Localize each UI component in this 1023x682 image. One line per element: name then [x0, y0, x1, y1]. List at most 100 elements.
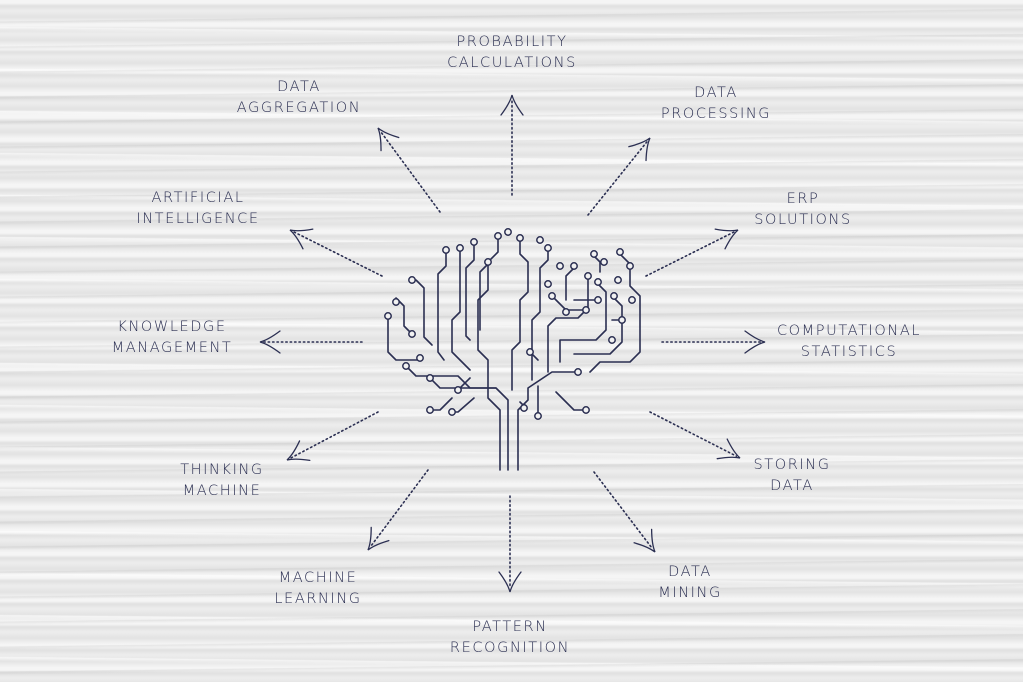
arrow-machine-learning: [367, 469, 429, 551]
label-machine-learning: MACHINE LEARNING: [274, 568, 361, 610]
arrow-head: [744, 330, 766, 354]
circuit-pad: [556, 262, 564, 270]
label-line: INTELLIGENCE: [136, 211, 260, 227]
arrow-head: [714, 228, 739, 250]
label-line: RECOGNITION: [449, 640, 571, 656]
arrow-head: [259, 330, 281, 354]
arrow-shaft: [587, 140, 649, 216]
label-line: DATA: [668, 564, 712, 580]
circuit-pad: [584, 272, 592, 280]
label-line: DATA: [694, 85, 738, 101]
circuit-trace: [531, 249, 549, 381]
circuit-pad: [618, 316, 626, 324]
label-line: ARTIFICIAL: [151, 190, 245, 206]
label-line: DATA: [277, 79, 321, 95]
label-line: THINKING: [180, 462, 264, 478]
circuit-pad: [616, 248, 624, 256]
arrow-thinking-machine: [286, 411, 379, 462]
label-computational-statistics: COMPUTATIONAL STATISTICS: [777, 321, 921, 363]
circuit-pad: [484, 258, 492, 266]
circuit-pad: [570, 262, 578, 270]
arrow-head: [633, 528, 656, 553]
arrow-head: [377, 127, 400, 152]
circuit-pad: [600, 258, 608, 266]
arrow-probability-calculations: [500, 94, 524, 196]
circuit-pad: [520, 404, 528, 412]
label-erp-solutions: ERP SOLUTIONS: [754, 189, 852, 231]
arrow-erp-solutions: [645, 228, 739, 277]
circuit-pad: [456, 244, 464, 252]
circuit-pad: [536, 236, 544, 244]
label-line: AGGREGATION: [236, 100, 362, 116]
label-line: STATISTICS: [800, 344, 898, 360]
circuit-pad: [384, 312, 392, 320]
circuit-pad: [548, 292, 556, 300]
arrows-group: [259, 94, 766, 593]
arrow-computational-statistics: [661, 330, 766, 354]
circuit-pad: [610, 292, 618, 300]
arrow-head: [500, 94, 524, 116]
label-thinking-machine: THINKING MACHINE: [180, 460, 264, 502]
circuit-pad: [562, 308, 570, 316]
arrow-head: [628, 137, 651, 162]
arrow-head: [716, 438, 741, 460]
arrow-storing-data: [649, 411, 741, 460]
circuit-pad: [526, 348, 534, 356]
circuit-pad: [626, 262, 634, 270]
circuit-pad: [614, 276, 622, 284]
circuit-pad: [408, 330, 416, 338]
label-line: DATA: [770, 478, 814, 494]
arrow-head: [498, 571, 522, 593]
circuit-trace: [559, 283, 607, 363]
label-pattern-recognition: PATTERN RECOGNITION: [450, 617, 570, 659]
circuit-pad: [534, 412, 542, 420]
circuit-pad: [402, 362, 410, 370]
circuit-pad: [392, 298, 400, 306]
circuit-pad: [408, 276, 416, 284]
label-line: PROBABILITY: [456, 34, 568, 50]
label-line: KNOWLEDGE: [117, 319, 227, 335]
arrow-head: [367, 526, 390, 551]
circuit-pad: [544, 280, 552, 288]
circuit-brain-icon: [384, 228, 641, 471]
label-storing-data: STORING DATA: [753, 455, 830, 497]
arrow-knowledge-management: [259, 330, 363, 354]
arrow-data-processing: [587, 137, 651, 216]
circuit-pad: [544, 244, 552, 252]
arrow-head: [289, 228, 314, 250]
circuit-pad: [574, 368, 582, 376]
circuit-trace: [555, 391, 587, 411]
circuit-pad: [504, 228, 512, 236]
circuit-trace: [573, 297, 623, 355]
arrow-shaft: [292, 230, 383, 277]
circuit-trace: [405, 365, 497, 389]
arrow-head: [286, 440, 311, 462]
circuit-trace: [387, 317, 421, 361]
label-probability-calculations: PROBABILITY CALCULATIONS: [447, 32, 577, 74]
label-line: ERP: [786, 191, 820, 207]
circuit-pad: [594, 296, 602, 304]
circuit-pad: [426, 406, 434, 414]
circuit-pad: [448, 408, 456, 416]
label-line: PROCESSING: [660, 106, 772, 122]
arrow-shaft: [369, 469, 429, 548]
circuit-pad: [442, 246, 450, 254]
label-line: MACHINE: [182, 483, 262, 499]
circuit-pad: [582, 406, 590, 414]
circuit-trace: [429, 377, 509, 471]
arrow-data-aggregation: [377, 127, 441, 213]
label-knowledge-management: KNOWLEDGE MANAGEMENT: [112, 317, 233, 359]
arrow-shaft: [379, 130, 441, 213]
circuit-trace: [517, 371, 579, 471]
label-line: COMPUTATIONAL: [776, 323, 922, 339]
label-artificial-intelligence: ARTIFICIAL INTELLIGENCE: [136, 188, 259, 230]
circuit-pad: [590, 250, 598, 258]
arrow-artificial-intelligence: [289, 228, 383, 277]
circuit-trace: [465, 243, 475, 341]
circuit-pad: [426, 374, 434, 382]
circuit-trace: [593, 255, 601, 273]
label-line: MANAGEMENT: [111, 340, 233, 356]
circuit-pad: [628, 296, 636, 304]
arrow-shaft: [645, 230, 736, 277]
